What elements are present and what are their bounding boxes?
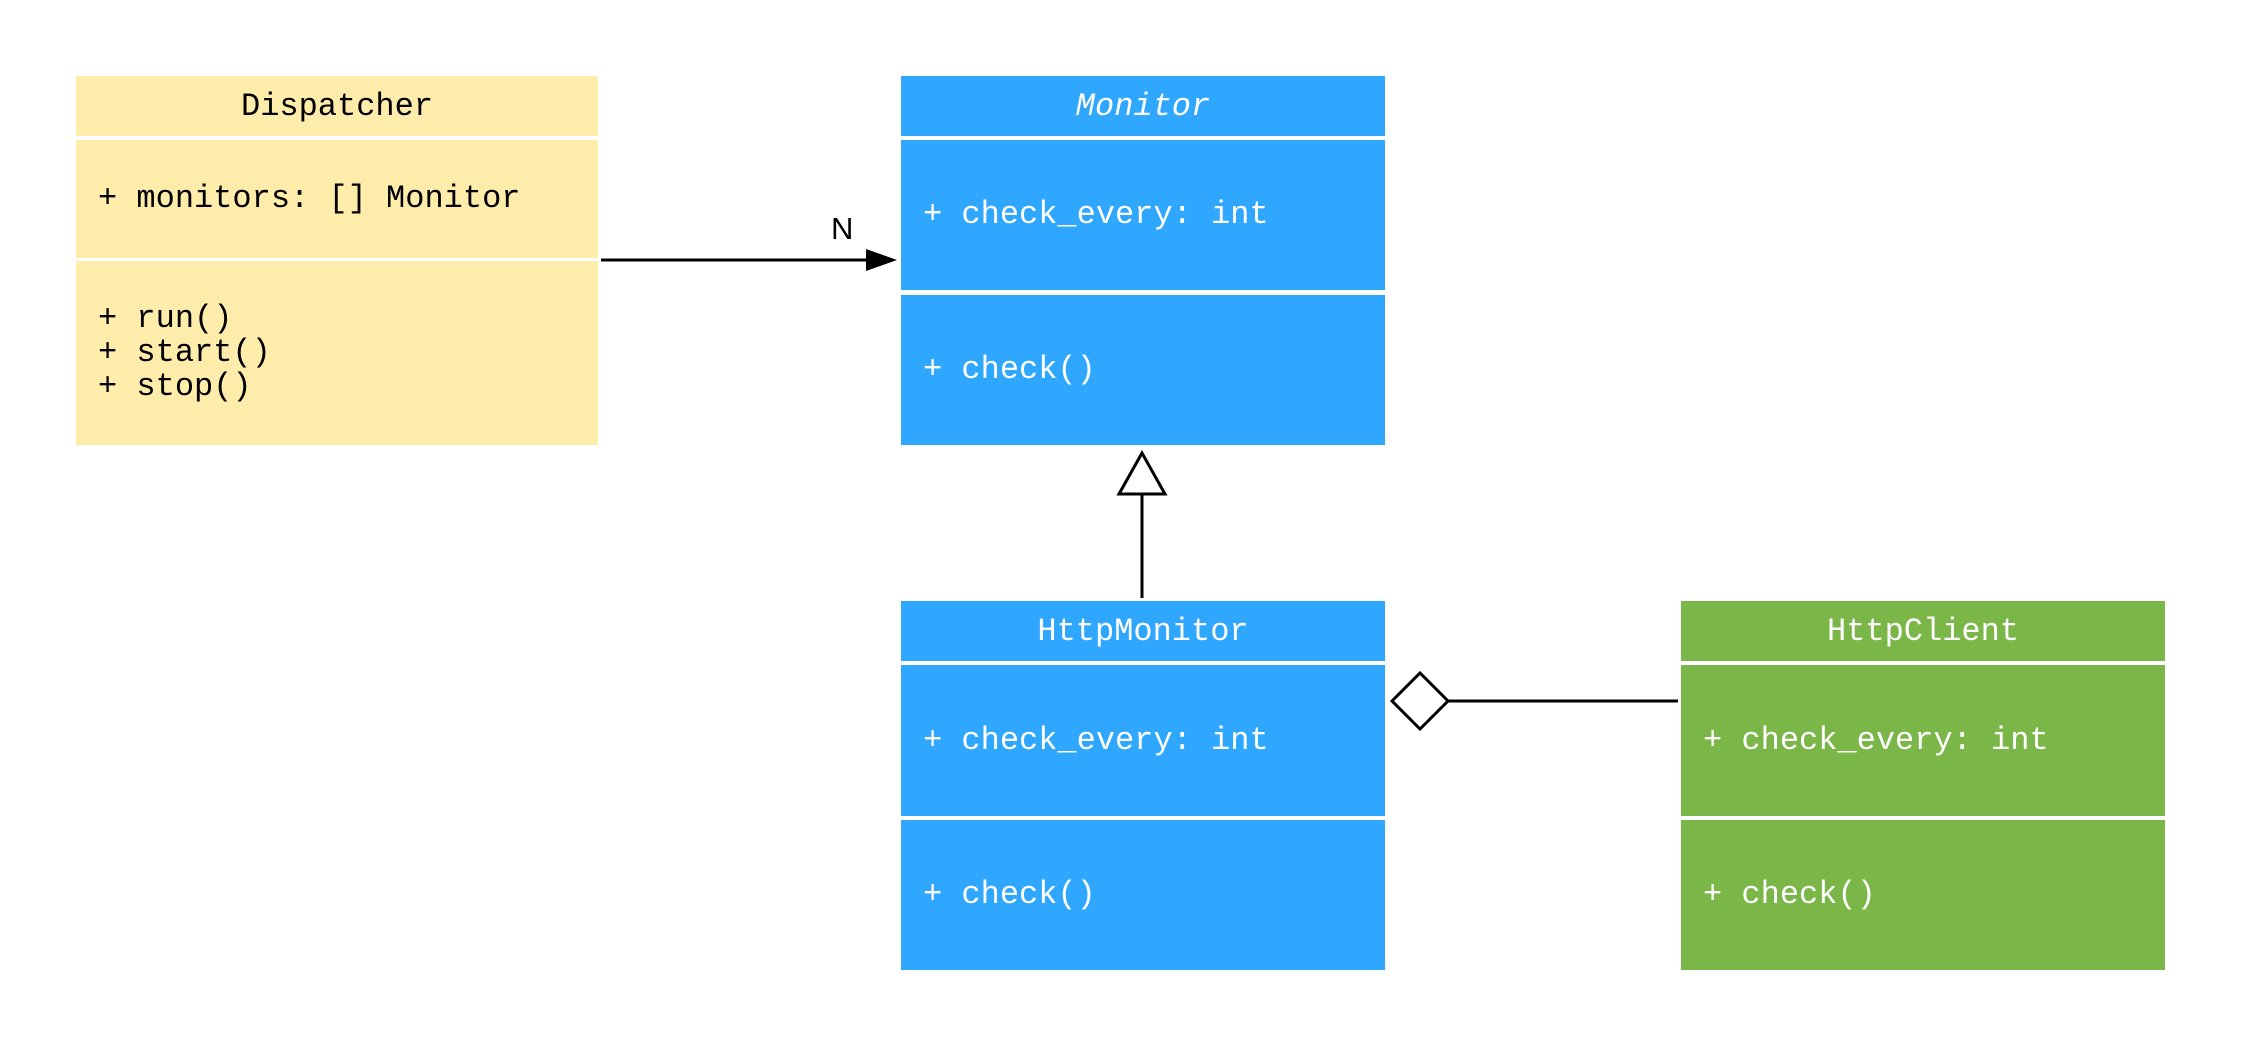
class-name: HttpClient <box>1681 601 2165 661</box>
class-methods: + check() <box>901 295 1385 445</box>
class-name: HttpMonitor <box>901 601 1385 661</box>
association-arrow <box>601 249 897 271</box>
multiplicity-label: N <box>831 211 854 246</box>
inheritance-arrow <box>1116 449 1168 598</box>
class-attributes: + check_every: int <box>901 665 1385 816</box>
class-methods: + check() <box>1681 820 2165 970</box>
class-methods: + check() <box>901 820 1385 970</box>
class-name: Dispatcher <box>76 76 598 136</box>
class-name: Monitor <box>901 76 1385 136</box>
aggregation-connector <box>1389 670 1678 732</box>
class-methods: + run() + start() + stop() <box>76 261 598 445</box>
class-attributes: + check_every: int <box>901 140 1385 290</box>
class-attributes: + check_every: int <box>1681 665 2165 816</box>
class-attributes: + monitors: [] Monitor <box>76 140 598 258</box>
